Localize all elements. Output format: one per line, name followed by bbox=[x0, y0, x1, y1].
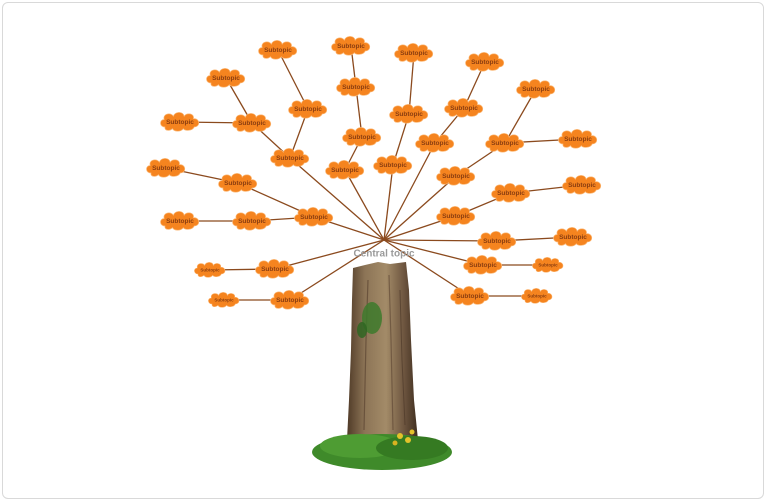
subtopic-label: Subtopic bbox=[294, 106, 322, 113]
subtopic-node[interactable]: Subtopic bbox=[485, 133, 525, 153]
subtopic-node[interactable]: Subtopic bbox=[436, 166, 476, 186]
subtopic-label: Subtopic bbox=[212, 75, 240, 82]
subtopic-label: Subtopic bbox=[559, 234, 587, 241]
central-topic[interactable]: Central topic bbox=[353, 249, 415, 260]
branch-link bbox=[383, 239, 484, 266]
subtopic-label: Subtopic bbox=[538, 263, 558, 268]
subtopic-node[interactable]: Subtopic bbox=[270, 290, 310, 310]
subtopic-nodes: SubtopicSubtopicSubtopicSubtopicSubtopic… bbox=[146, 36, 602, 310]
subtopic-label: Subtopic bbox=[152, 165, 180, 172]
subtopic-label: Subtopic bbox=[238, 218, 266, 225]
branch-link bbox=[383, 239, 471, 297]
subtopic-label: Subtopic bbox=[166, 218, 194, 225]
subtopic-label: Subtopic bbox=[348, 134, 376, 141]
subtopic-node[interactable]: Subtopic bbox=[558, 129, 598, 149]
subtopic-node[interactable]: Subtopic bbox=[516, 79, 556, 99]
subtopic-node[interactable]: Subtopic bbox=[477, 231, 517, 251]
subtopic-node[interactable]: Subtopic bbox=[232, 113, 272, 133]
branch-link bbox=[408, 52, 415, 115]
subtopic-label: Subtopic bbox=[469, 262, 497, 269]
subtopic-label: Subtopic bbox=[214, 298, 234, 303]
subtopic-node[interactable]: Subtopic bbox=[342, 127, 382, 147]
subtopic-label: Subtopic bbox=[238, 120, 266, 127]
subtopic-label: Subtopic bbox=[276, 155, 304, 162]
subtopic-node[interactable]: Subtopic bbox=[373, 155, 413, 175]
subtopic-node[interactable]: Subtopic bbox=[331, 36, 371, 56]
subtopic-label: Subtopic bbox=[491, 140, 519, 147]
subtopic-label: Subtopic bbox=[261, 266, 289, 273]
branch-link bbox=[277, 49, 309, 110]
subtopic-label: Subtopic bbox=[379, 162, 407, 169]
subtopic-label: Subtopic bbox=[497, 190, 525, 197]
subtopic-node[interactable]: Subtopic bbox=[206, 68, 246, 88]
subtopic-label: Subtopic bbox=[456, 293, 484, 300]
subtopic-node[interactable]: Subtopic bbox=[444, 98, 484, 118]
subtopic-label: Subtopic bbox=[331, 167, 359, 174]
subtopic-node[interactable]: Subtopic bbox=[463, 255, 503, 275]
subtopic-node[interactable]: Subtopic bbox=[294, 207, 334, 227]
branch-link bbox=[383, 175, 457, 241]
grass-base bbox=[312, 429, 452, 470]
subtopic-node[interactable]: Subtopic bbox=[288, 99, 328, 119]
subtopic-node[interactable]: Subtopic bbox=[258, 40, 298, 60]
subtopic-label: Subtopic bbox=[527, 294, 547, 299]
subtopic-label: Subtopic bbox=[568, 182, 596, 189]
subtopic-label: Subtopic bbox=[337, 43, 365, 50]
subtopic-node[interactable]: Subtopic bbox=[194, 262, 226, 278]
subtopic-label: Subtopic bbox=[400, 50, 428, 57]
subtopic-node[interactable]: Subtopic bbox=[521, 288, 553, 304]
subtopic-label: Subtopic bbox=[450, 105, 478, 112]
subtopic-label: Subtopic bbox=[200, 268, 220, 273]
subtopic-label: Subtopic bbox=[300, 214, 328, 221]
branch-link bbox=[383, 164, 394, 241]
subtopic-label: Subtopic bbox=[276, 297, 304, 304]
subtopic-label: Subtopic bbox=[442, 213, 470, 220]
subtopic-node[interactable]: Subtopic bbox=[415, 133, 455, 153]
subtopic-node[interactable]: Subtopic bbox=[160, 211, 200, 231]
subtopic-node[interactable]: Subtopic bbox=[255, 259, 295, 279]
subtopic-label: Subtopic bbox=[421, 140, 449, 147]
subtopic-label: Subtopic bbox=[342, 84, 370, 91]
subtopic-node[interactable]: Subtopic bbox=[532, 257, 564, 273]
subtopic-node[interactable]: Subtopic bbox=[270, 148, 310, 168]
subtopic-label: Subtopic bbox=[224, 180, 252, 187]
subtopic-label: Subtopic bbox=[483, 238, 511, 245]
subtopic-label: Subtopic bbox=[264, 47, 292, 54]
subtopic-node[interactable]: Subtopic bbox=[218, 173, 258, 193]
subtopic-node[interactable]: Subtopic bbox=[389, 104, 429, 124]
subtopic-label: Subtopic bbox=[166, 119, 194, 126]
subtopic-node[interactable]: Subtopic bbox=[553, 227, 593, 247]
subtopic-label: Subtopic bbox=[471, 59, 499, 66]
subtopic-node[interactable]: Subtopic bbox=[325, 160, 365, 180]
subtopic-node[interactable]: Subtopic bbox=[491, 183, 531, 203]
subtopic-node[interactable]: Subtopic bbox=[160, 112, 200, 132]
subtopic-node[interactable]: Subtopic bbox=[146, 158, 186, 178]
branch-link bbox=[274, 239, 385, 270]
subtopic-node[interactable]: Subtopic bbox=[562, 175, 602, 195]
branch-link bbox=[383, 142, 436, 241]
subtopic-node[interactable]: Subtopic bbox=[465, 52, 505, 72]
subtopic-node[interactable]: Subtopic bbox=[336, 77, 376, 97]
subtopic-label: Subtopic bbox=[564, 136, 592, 143]
subtopic-node[interactable]: Subtopic bbox=[394, 43, 434, 63]
branch-link bbox=[289, 239, 385, 301]
tree-trunk bbox=[347, 262, 418, 440]
ivy-patch bbox=[362, 302, 382, 334]
branch-link bbox=[289, 157, 385, 241]
subtopic-label: Subtopic bbox=[522, 86, 550, 93]
subtopic-label: Subtopic bbox=[395, 111, 423, 118]
subtopic-node[interactable]: Subtopic bbox=[208, 292, 240, 308]
subtopic-node[interactable]: Subtopic bbox=[436, 206, 476, 226]
subtopic-label: Subtopic bbox=[442, 173, 470, 180]
subtopic-node[interactable]: Subtopic bbox=[450, 286, 490, 306]
subtopic-node[interactable]: Subtopic bbox=[232, 211, 272, 231]
branch-link bbox=[344, 169, 385, 241]
